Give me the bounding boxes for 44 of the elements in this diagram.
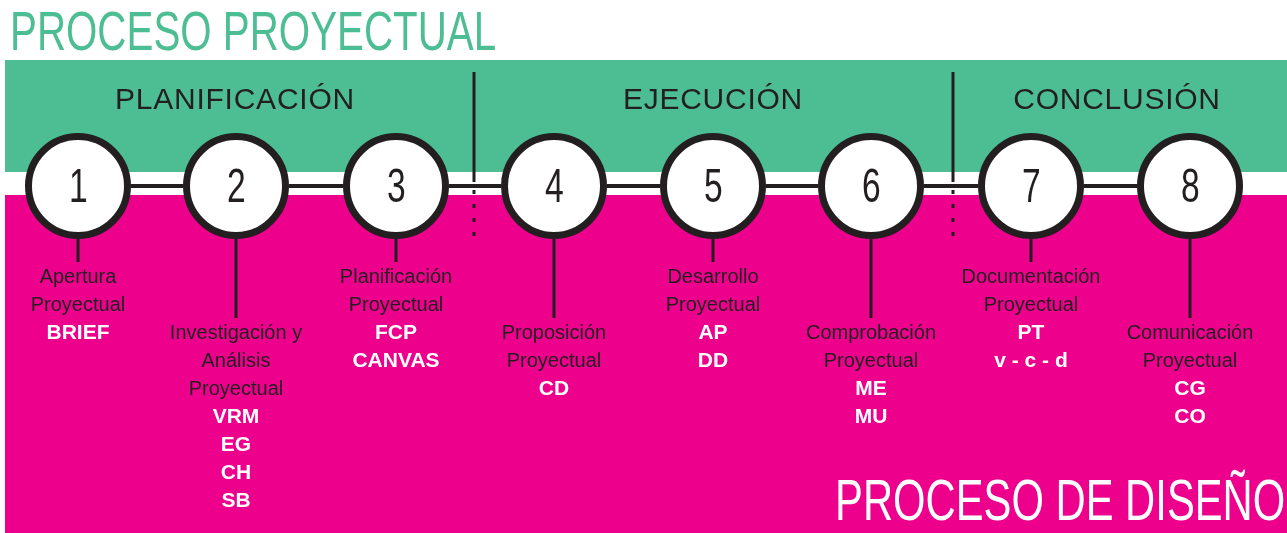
step-code: CH [220,459,252,485]
step-description: Investigación y Análisis Proyectual [168,320,304,401]
connector-line [1084,184,1137,188]
step-code: EG [220,431,252,457]
step-description: Comunicación Proyectual [1125,320,1255,373]
leader-line [869,239,873,318]
leader-line [552,239,556,318]
connector-line [607,184,660,188]
step-code: CANVAS [352,347,440,373]
step-code: AP [698,319,728,345]
phase-heading: CONCLUSIÓN [937,78,1287,118]
phase-heading: EJECUCIÓN [533,78,893,118]
connector-line [449,184,501,188]
step-description: Desarrollo Proyectual [664,264,762,317]
step-description: Proposición Proyectual [500,320,608,373]
step-description: Documentación Proyectual [960,264,1102,317]
step-code: MU [854,403,888,429]
leader-line [234,239,238,318]
step-code: CD [538,375,570,401]
leader-line [1188,239,1192,318]
connector-line [131,184,183,188]
step-code: PT [1017,319,1045,345]
step-code: v - c - d [994,347,1068,373]
subtitle: PROCESO DE DISEÑO [834,470,1285,530]
step-code: CG [1174,375,1206,401]
connector-line [289,184,343,188]
step-code: VRM [212,403,260,429]
title: PROCESO PROYECTUAL [10,2,497,60]
step-code: FCP [375,319,417,345]
leader-line [1029,239,1033,262]
step-description: Apertura Proyectual [29,264,127,317]
connector-line [924,184,978,188]
step-code: CO [1174,403,1206,429]
leader-line [711,239,715,262]
connector-line [766,184,818,188]
step-description: Comprobación Proyectual [804,320,938,373]
step-description: Planificación Proyectual [338,264,454,317]
step-code: DD [697,347,729,373]
phase-heading: PLANIFICACIÓN [55,78,415,118]
step-code: ME [855,375,887,401]
step-code: SB [221,487,251,513]
leader-line [394,239,398,262]
step-code: BRIEF [46,319,110,345]
leader-line [76,239,80,262]
